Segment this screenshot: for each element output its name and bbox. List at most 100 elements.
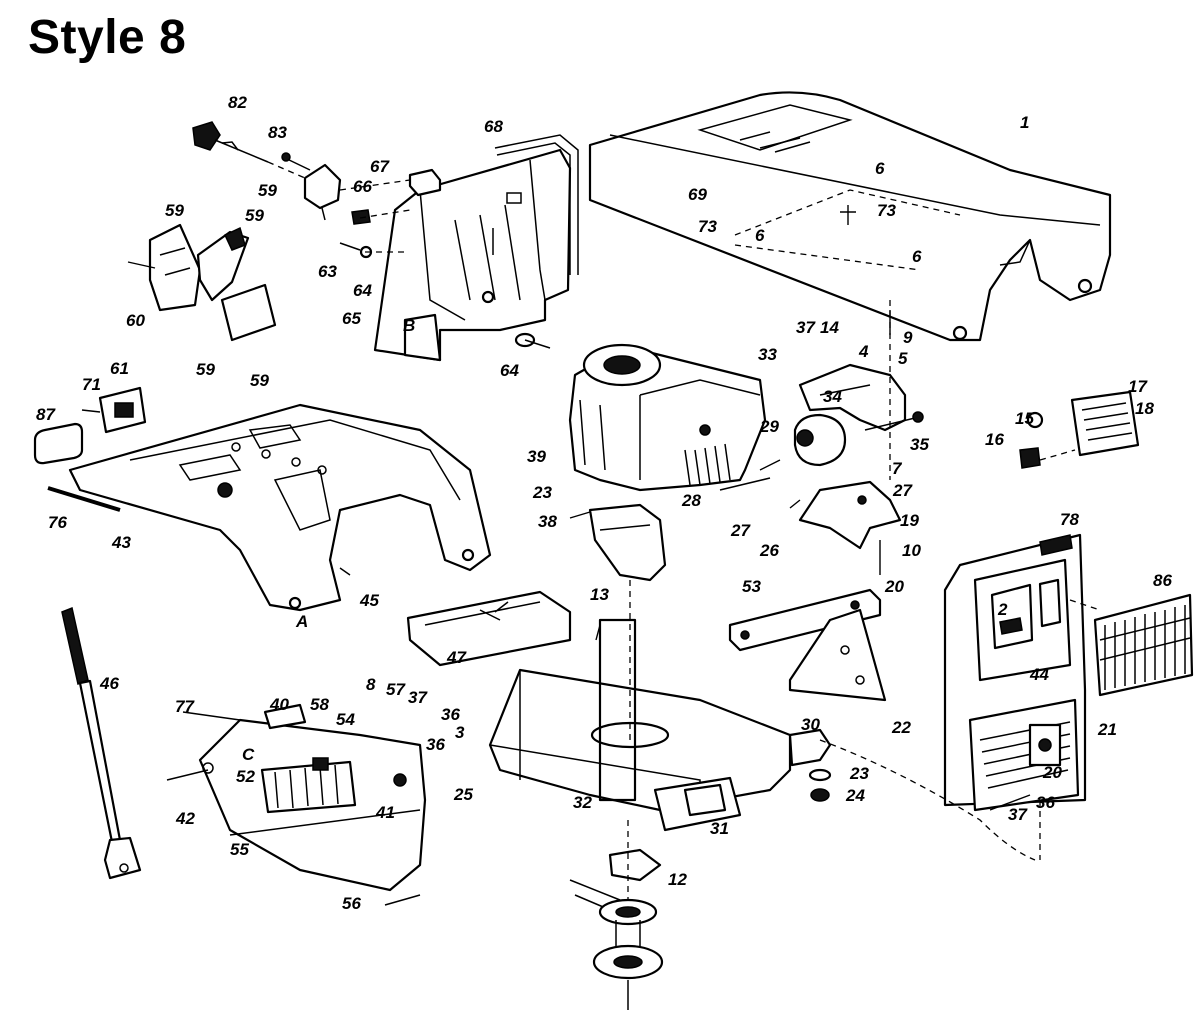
pulley-part bbox=[569, 848, 664, 1010]
bolt-42-part bbox=[166, 769, 209, 781]
rod-28-part bbox=[719, 477, 771, 491]
callout-59-e: 59 bbox=[250, 371, 269, 390]
callout-28: 28 bbox=[681, 491, 701, 510]
bracket-53-part bbox=[728, 588, 882, 652]
callout-59: 59 bbox=[258, 181, 277, 200]
grille-panel-part bbox=[943, 533, 1087, 812]
callout-34: 34 bbox=[823, 387, 842, 406]
callout-2: 2 bbox=[997, 600, 1008, 619]
lever-assembly-part bbox=[127, 223, 277, 342]
callout-3: 3 bbox=[455, 723, 465, 742]
callout-36-b: 36 bbox=[426, 735, 445, 754]
plate-10-part bbox=[798, 480, 902, 550]
engine-part bbox=[568, 343, 767, 492]
callout-7: 7 bbox=[892, 459, 903, 478]
callout-6-c: 6 bbox=[912, 247, 922, 266]
callout-15: 15 bbox=[1015, 409, 1034, 428]
callout-25: 25 bbox=[453, 785, 473, 804]
callout-43: 43 bbox=[111, 533, 131, 552]
lever-46-part bbox=[61, 606, 142, 880]
callout-83: 83 bbox=[268, 123, 287, 142]
leader-lines bbox=[267, 161, 1101, 900]
callout-37-b: 37 bbox=[408, 688, 428, 707]
switch-61-part bbox=[81, 386, 147, 434]
lens-87-part bbox=[33, 422, 84, 465]
callout-52: 52 bbox=[236, 767, 255, 786]
support-22-part bbox=[788, 608, 887, 702]
callout-12: 12 bbox=[668, 870, 687, 889]
callout-8: 8 bbox=[366, 675, 376, 694]
callout-33: 33 bbox=[758, 345, 777, 364]
callout-18: 18 bbox=[1135, 399, 1154, 418]
callout-60: 60 bbox=[126, 311, 145, 330]
callout-76: 76 bbox=[48, 513, 67, 532]
callout-9: 9 bbox=[903, 328, 913, 347]
callout-27-b: 27 bbox=[730, 521, 751, 540]
callout-71: 71 bbox=[82, 375, 101, 394]
frame-part bbox=[488, 618, 792, 832]
callout-55: 55 bbox=[230, 840, 249, 859]
callout-23: 23 bbox=[532, 483, 552, 502]
callout-47: 47 bbox=[446, 648, 467, 667]
plate-47-part bbox=[406, 590, 572, 667]
callout-36-c: 36 bbox=[1036, 793, 1055, 812]
callout-39: 39 bbox=[527, 447, 546, 466]
callout-61: 61 bbox=[110, 359, 129, 378]
callout-6-b: 6 bbox=[755, 226, 765, 245]
callout-65: 65 bbox=[342, 309, 361, 328]
callout-45: 45 bbox=[359, 591, 379, 610]
callout-37: 37 bbox=[796, 318, 816, 337]
callout-59-b: 59 bbox=[165, 201, 184, 220]
headlight-part bbox=[1019, 390, 1140, 469]
callout-77: 77 bbox=[175, 697, 195, 716]
diagram-title: Style 8 bbox=[28, 11, 187, 64]
callout-C: C bbox=[242, 745, 255, 764]
callout-23-b: 23 bbox=[849, 764, 869, 783]
callout-66: 66 bbox=[353, 177, 372, 196]
callout-21: 21 bbox=[1097, 720, 1117, 739]
callout-B: B bbox=[403, 316, 415, 335]
bolt-77-part bbox=[182, 711, 241, 721]
callout-63: 63 bbox=[318, 262, 337, 281]
callout-14: 14 bbox=[820, 318, 839, 337]
starter-part bbox=[793, 363, 907, 467]
callout-19: 19 bbox=[900, 511, 919, 530]
callout-67: 67 bbox=[370, 157, 390, 176]
callout-4: 4 bbox=[858, 342, 869, 361]
callout-22: 22 bbox=[891, 718, 911, 737]
callout-46: 46 bbox=[99, 674, 119, 693]
callout-29: 29 bbox=[759, 417, 779, 436]
callout-53: 53 bbox=[742, 577, 761, 596]
shield-13-part bbox=[588, 503, 667, 582]
callout-40: 40 bbox=[269, 695, 289, 714]
callout-54: 54 bbox=[336, 710, 355, 729]
callout-58: 58 bbox=[310, 695, 329, 714]
callout-38: 38 bbox=[538, 512, 557, 531]
callout-27: 27 bbox=[892, 481, 913, 500]
callout-73: 73 bbox=[877, 201, 896, 220]
callout-24: 24 bbox=[845, 786, 865, 805]
switch-67-part bbox=[408, 168, 442, 197]
callout-68: 68 bbox=[484, 117, 503, 136]
callout-36: 36 bbox=[441, 705, 460, 724]
callout-26: 26 bbox=[759, 541, 779, 560]
callout-A: A bbox=[295, 612, 308, 631]
callout-41: 41 bbox=[375, 803, 395, 822]
throttle-bracket-part bbox=[281, 152, 342, 221]
callout-87: 87 bbox=[36, 405, 56, 424]
callout-64-b: 64 bbox=[500, 361, 519, 380]
callout-86: 86 bbox=[1153, 571, 1172, 590]
callout-57: 57 bbox=[386, 680, 406, 699]
callout-37-c: 37 bbox=[1008, 805, 1028, 824]
callout-35: 35 bbox=[910, 435, 929, 454]
callout-59-c: 59 bbox=[245, 206, 264, 225]
grille-insert-part bbox=[1093, 593, 1194, 697]
callout-16: 16 bbox=[985, 430, 1004, 449]
callout-17: 17 bbox=[1128, 377, 1148, 396]
callout-5: 5 bbox=[898, 349, 908, 368]
callout-31: 31 bbox=[710, 819, 729, 838]
callout-64: 64 bbox=[353, 281, 372, 300]
callout-20: 20 bbox=[884, 577, 904, 596]
callout-32: 32 bbox=[573, 793, 592, 812]
dash-panel-part bbox=[373, 148, 572, 362]
